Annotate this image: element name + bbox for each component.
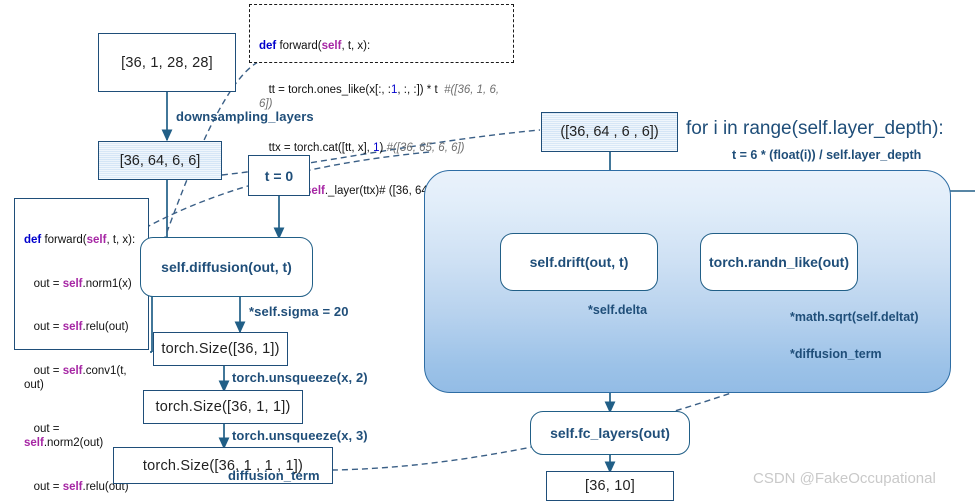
- node-drift-call-label: self.drift(out, t): [529, 254, 629, 270]
- node-size-36-1-1: torch.Size([36, 1, 1]): [143, 390, 303, 424]
- node-loop-input-shape-label: ([36, 64 , 6 , 6]): [560, 124, 659, 140]
- node-t-zero: t = 0: [248, 155, 310, 196]
- edge-label-downsampling: downsampling_layers: [176, 109, 314, 124]
- node-diffusion-call: self.diffusion(out, t): [140, 237, 313, 297]
- node-size-36-1-1-1: torch.Size([36, 1 , 1 , 1]): [113, 447, 333, 484]
- note-t-formula: t = 6 * (float(i)) / self.layer_depth: [732, 148, 922, 162]
- node-output-shape-label: [36, 10]: [585, 478, 635, 494]
- node-size-36-1-1-1-label: torch.Size([36, 1 , 1 , 1]): [142, 457, 304, 474]
- edge-label-diffusion-term-left: diffusion_term: [228, 468, 320, 483]
- node-randn-call: torch.randn_like(out): [700, 233, 858, 291]
- node-t-zero-label: t = 0: [264, 167, 294, 184]
- edge-label-math-sqrt: *math.sqrt(self.deltat): [790, 310, 919, 324]
- edge-label-unsqueeze-2: torch.unsqueeze(x, 2): [232, 370, 368, 385]
- node-diffusion-call-label: self.diffusion(out, t): [161, 259, 292, 275]
- node-downsampled-shape-label: [36, 64, 6, 6]: [119, 152, 201, 169]
- node-downsampled-shape: [36, 64, 6, 6]: [98, 141, 222, 180]
- edge-label-self-delta: *self.delta: [588, 303, 648, 317]
- node-fc-layers-call-label: self.fc_layers(out): [550, 425, 670, 441]
- node-size-36-1: torch.Size([36, 1]): [153, 332, 288, 366]
- note-for-loop: for i in range(self.layer_depth):: [686, 118, 944, 139]
- forward-layer-code-block: def forward(self, t, x): tt = torch.ones…: [249, 4, 514, 197]
- edge-label-diffusion-term-right: *diffusion_term: [790, 347, 882, 361]
- node-size-36-1-1-label: torch.Size([36, 1, 1]): [155, 399, 291, 415]
- forward-block-code-block: def forward(self, t, x): out = self.norm…: [14, 198, 149, 493]
- node-output-shape: [36, 10]: [546, 471, 674, 501]
- node-randn-call-label: torch.randn_like(out): [708, 254, 849, 270]
- node-size-36-1-label: torch.Size([36, 1]): [161, 341, 280, 357]
- edge-label-sigma: *self.sigma = 20: [249, 304, 349, 319]
- node-input-shape-label: [36, 1, 28, 28]: [121, 54, 213, 71]
- node-fc-layers-call: self.fc_layers(out): [530, 411, 690, 455]
- node-loop-input-shape: ([36, 64 , 6 , 6]): [541, 112, 678, 152]
- node-drift-call: self.drift(out, t): [500, 233, 658, 291]
- node-input-shape: [36, 1, 28, 28]: [98, 33, 236, 92]
- watermark: CSDN @FakeOccupational: [753, 470, 936, 487]
- edge-label-unsqueeze-3: torch.unsqueeze(x, 3): [232, 428, 368, 443]
